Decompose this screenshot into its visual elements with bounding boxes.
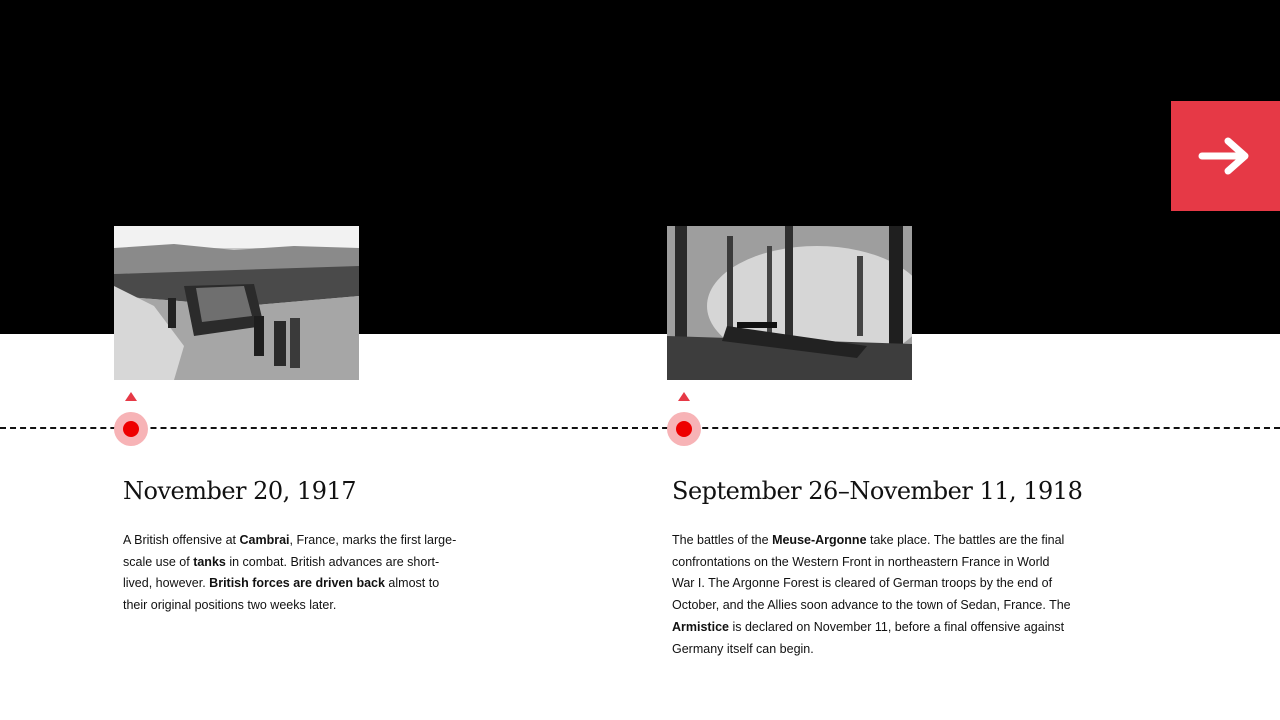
timeline-pointer-icon xyxy=(678,392,690,401)
event-photo-1917 xyxy=(114,226,359,380)
next-button[interactable] xyxy=(1171,101,1280,211)
arrow-right-icon xyxy=(1198,137,1248,175)
timeline-line xyxy=(0,427,1280,429)
timeline-marker-1917[interactable] xyxy=(123,421,139,437)
timeline-pointer-icon xyxy=(125,392,137,401)
event-description: A British offensive at Cambrai, France, … xyxy=(123,533,457,613)
event-photo-1918 xyxy=(667,226,912,380)
timeline-marker-1918[interactable] xyxy=(676,421,692,437)
event-title: November 20, 1917 xyxy=(123,477,357,505)
event-description: The battles of the Meuse-Argonne take pl… xyxy=(672,533,1071,656)
event-title: September 26–November 11, 1918 xyxy=(672,477,1083,505)
